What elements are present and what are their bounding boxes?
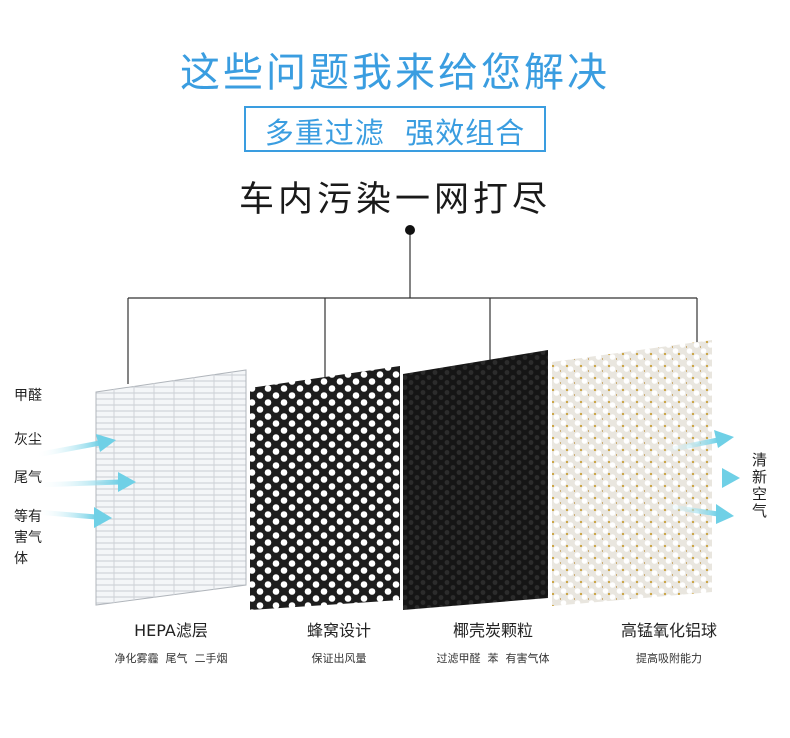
hepa-filter-panel: [95, 369, 247, 606]
pollutant-label: 灰尘: [14, 432, 42, 448]
layer-name: 蜂窝设计: [306, 621, 371, 640]
layer-desc: 提高吸附能力: [636, 652, 702, 665]
layer-name: 高锰氧化铝球: [620, 621, 717, 640]
clean-air-label: 清新空气: [752, 451, 768, 520]
alumina-panel: [552, 340, 712, 606]
layer-name: HEPA滤层: [134, 621, 208, 640]
page-title: 这些问题我来给您解决: [180, 50, 610, 96]
pollutant-label: 甲醛: [14, 388, 42, 404]
carbon-panel: [403, 350, 548, 610]
inlet-arrows: [35, 434, 136, 528]
layer-desc: 净化雾霾 尾气 二手烟: [114, 652, 228, 665]
layer-desc: 过滤甲醛 苯 有害气体: [436, 652, 550, 665]
subtitle: 多重过滤 强效组合: [264, 116, 526, 150]
pollutant-label: 尾气: [14, 470, 42, 486]
honeycomb-panel: [250, 366, 400, 610]
pollutant-label: 等有害气体: [14, 509, 42, 567]
layer-name: 椰壳炭颗粒: [452, 621, 533, 640]
outlet-arrows: [650, 430, 740, 524]
layer-desc: 保证出风量: [311, 652, 367, 665]
headline: 车内污染一网打尽: [238, 180, 551, 220]
subtitle-frame: [244, 106, 546, 152]
connector-dot: [405, 225, 415, 235]
